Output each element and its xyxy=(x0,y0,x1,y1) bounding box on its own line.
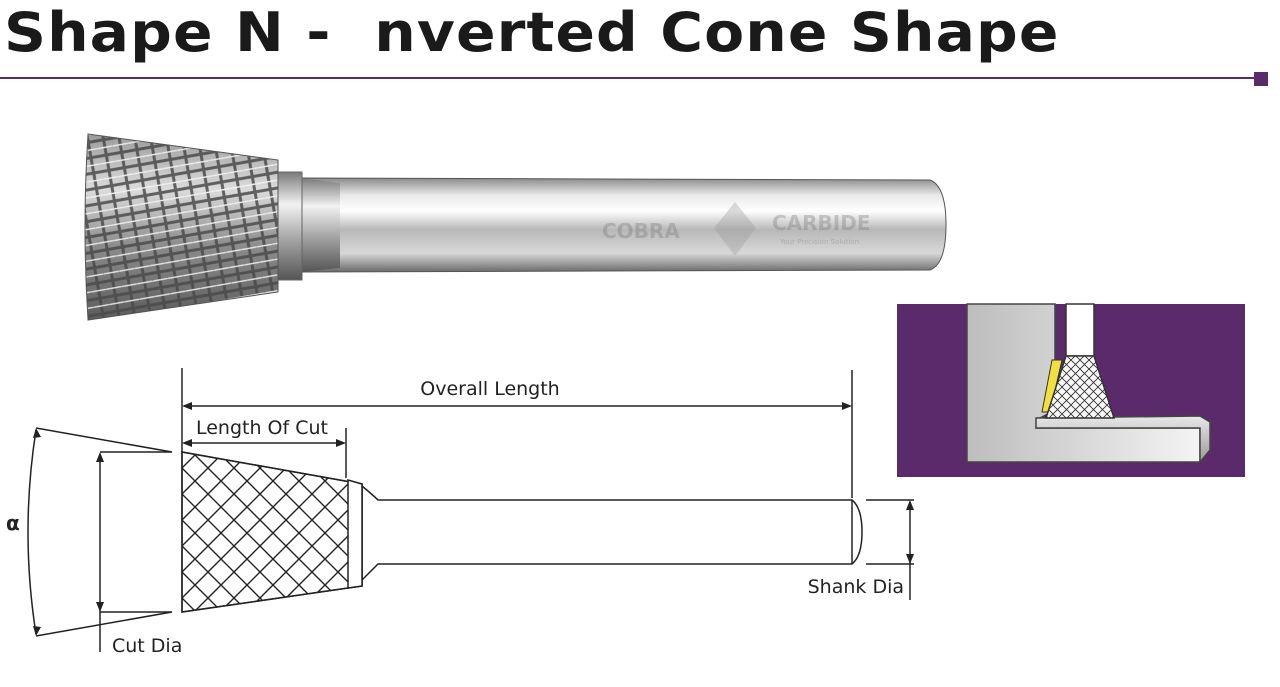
cobra-logo-watermark: COBRA CARBIDE Your Precision Solution xyxy=(602,202,871,256)
cut-dia-label: Cut Dia xyxy=(112,635,182,657)
shank-dia-label: Shank Dia xyxy=(808,576,904,598)
application-inset xyxy=(897,303,1245,477)
angle-alpha-label: α xyxy=(6,511,20,535)
divider-end-marker xyxy=(1254,72,1268,86)
overall-length-label: Overall Length xyxy=(420,378,559,400)
page-title: Shape N - nverted Cone Shape xyxy=(4,1,1060,64)
length-of-cut-label: Length Of Cut xyxy=(196,417,328,439)
burr-photo: COBRA CARBIDE Your Precision Solution xyxy=(84,133,947,321)
watermark-tagline: Your Precision Solution xyxy=(779,238,859,246)
watermark-left: COBRA xyxy=(602,219,680,243)
title-divider xyxy=(0,77,1256,79)
watermark-right: CARBIDE xyxy=(772,211,871,235)
technical-drawing xyxy=(27,368,914,652)
